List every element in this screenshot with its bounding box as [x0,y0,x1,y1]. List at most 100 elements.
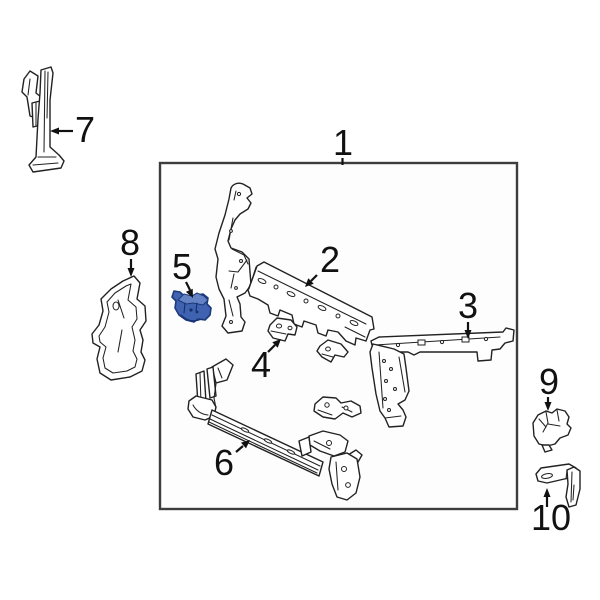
hole [326,440,332,446]
highlight-top-face [177,292,209,306]
hole [383,397,387,401]
callout-5-arrowhead [185,288,193,298]
outline [28,66,65,173]
part-10-drawing[interactable] [535,463,581,508]
hole [341,466,347,472]
hole [239,259,243,263]
hole [275,323,283,329]
part-9-drawing[interactable] [532,408,572,453]
detail-line [192,404,209,416]
callout-9-label[interactable]: 9 [539,361,559,402]
slot [240,427,250,433]
detail-line [195,302,198,312]
hole [112,301,120,311]
detail-line [572,484,575,501]
side-member-left-drawing[interactable] [214,182,253,334]
callout-6-label[interactable]: 6 [214,442,234,483]
part-4-drawing[interactable] [267,317,298,342]
callout-6-arrow [235,445,244,453]
detail-line [378,351,384,409]
hole [234,286,238,290]
hole [387,408,391,412]
outline [316,339,349,363]
callout-2-label[interactable]: 2 [320,239,340,280]
callout-3[interactable]: 3 [458,285,478,339]
hole [335,313,341,319]
slot [417,339,426,346]
callout-6-arrowhead [241,440,250,449]
hole [439,339,445,345]
hole [325,346,331,352]
hole [273,284,279,290]
callout-7-label[interactable]: 7 [75,109,95,150]
detail-line [547,423,561,427]
callout-2[interactable]: 2 [305,239,340,287]
part-7-drawing[interactable] [21,66,65,173]
callout-4-label[interactable]: 4 [251,344,271,385]
detail-line [213,383,217,409]
detail-line [180,314,203,322]
hole [229,320,233,324]
callout-7[interactable]: 7 [50,109,95,150]
part-8-drawing[interactable] [91,275,147,381]
detail-line [344,326,366,338]
callout-1[interactable]: 1 [333,122,353,163]
part-6-drawing[interactable] [187,358,363,501]
callout-10[interactable]: 10 [531,488,571,538]
callout-7-arrowhead [50,127,59,135]
slot [286,449,296,455]
slot [541,473,553,479]
callout-4[interactable]: 4 [251,339,281,385]
slot [263,438,273,444]
detail-line [228,217,234,241]
callout-9-arrowhead [544,402,552,411]
outline [267,317,298,342]
callout-9[interactable]: 9 [539,361,559,411]
detail-line [384,415,402,419]
callout-5[interactable]: 5 [172,246,193,298]
detail-line [313,440,331,450]
bracket-drawing-small[interactable] [316,339,349,363]
detail-line [542,411,549,433]
detail-line [117,299,125,319]
wing [298,436,312,457]
hole [287,325,293,331]
hole [382,359,386,363]
callout-6[interactable]: 6 [214,440,250,483]
part-5-drawing-highlighted[interactable] [171,290,212,323]
slot [257,277,267,285]
part-3-drawing[interactable] [369,327,515,428]
hole [393,387,397,391]
detail-line [208,421,318,474]
detail-line [233,190,237,201]
legs [565,466,581,508]
detail-line [117,329,123,353]
detail-line [32,162,59,166]
part-2-drawing[interactable] [247,261,375,346]
hole [189,308,193,312]
end-foot [328,452,361,501]
detail-line [248,266,257,290]
callout-8[interactable]: 8 [120,222,140,277]
hole [395,342,401,348]
slot [317,304,327,312]
hole [389,367,393,371]
hole [324,402,330,408]
outline [532,408,572,447]
bracket-drawing-lower[interactable] [313,396,362,420]
hole [343,405,349,411]
callout-1-label[interactable]: 1 [333,122,353,163]
detail-line [228,299,234,317]
slot [461,336,470,343]
detail-line [565,469,568,480]
detail-line [538,418,547,428]
callout-10-label[interactable]: 10 [531,497,571,538]
outline [91,275,147,381]
callout-3-label[interactable]: 3 [458,285,478,326]
outline [247,261,375,346]
outline [370,327,515,362]
callout-8-label[interactable]: 8 [120,222,140,263]
detail-line [257,270,367,325]
detail-line [335,461,339,491]
callout-5-label[interactable]: 5 [172,246,192,287]
